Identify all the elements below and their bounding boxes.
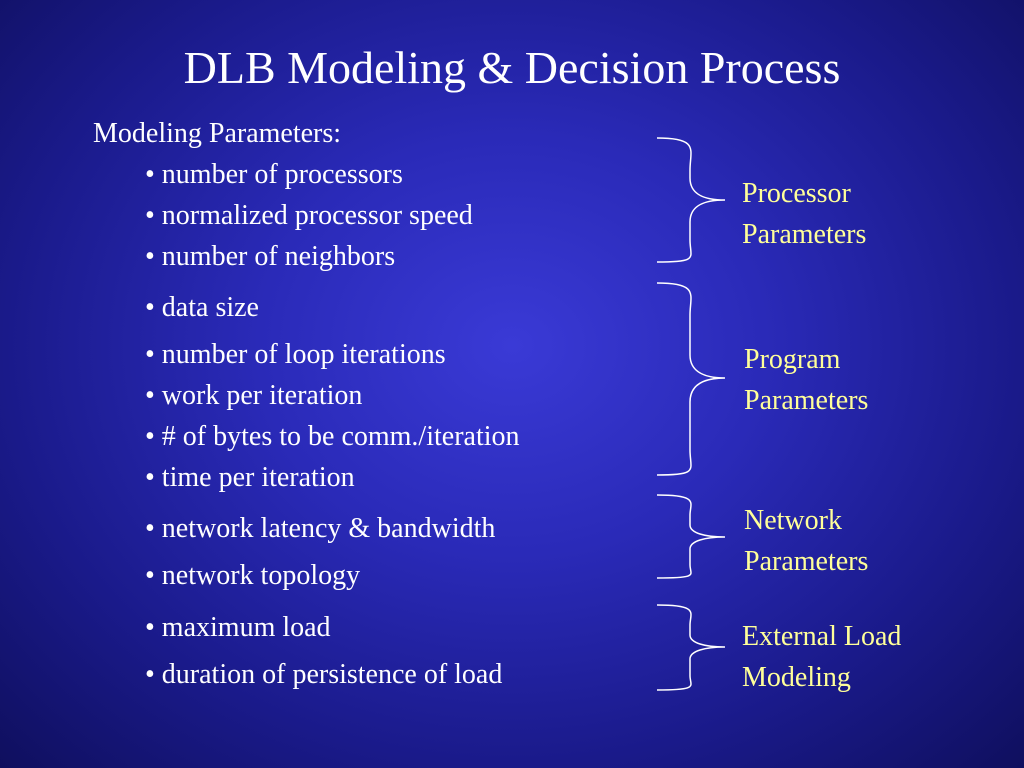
list-item: • duration of persistence of load <box>145 659 503 690</box>
brace-external-load <box>656 604 726 691</box>
group-label-external-load: Modeling <box>742 662 851 693</box>
slide-title: DLB Modeling & Decision Process <box>183 42 841 93</box>
list-item: • number of loop iterations <box>145 339 446 370</box>
list-item: • time per iteration <box>145 462 355 493</box>
list-item: • data size <box>145 292 259 323</box>
group-label-program: Program <box>744 344 841 375</box>
list-item: • network latency & bandwidth <box>145 513 496 544</box>
group-label-processor: Parameters <box>742 219 867 250</box>
group-label-external-load: External Load <box>742 621 902 652</box>
group-label-program: Parameters <box>744 385 869 416</box>
list-item: • network topology <box>145 560 361 591</box>
group-label-network: Parameters <box>744 546 869 577</box>
group-label-processor: Processor <box>742 178 851 209</box>
list-item: • number of processors <box>145 159 403 190</box>
list-item: • maximum load <box>145 612 331 643</box>
list-item: • # of bytes to be comm./iteration <box>145 421 520 452</box>
list-item: • work per iteration <box>145 380 363 411</box>
brace-program <box>656 282 726 476</box>
brace-network <box>656 494 726 579</box>
list-item: • normalized processor speed <box>145 200 473 231</box>
group-label-network: Network <box>744 505 842 536</box>
list-item: • number of neighbors <box>145 241 396 272</box>
section-heading: Modeling Parameters: <box>93 118 342 149</box>
brace-processor <box>656 137 726 263</box>
